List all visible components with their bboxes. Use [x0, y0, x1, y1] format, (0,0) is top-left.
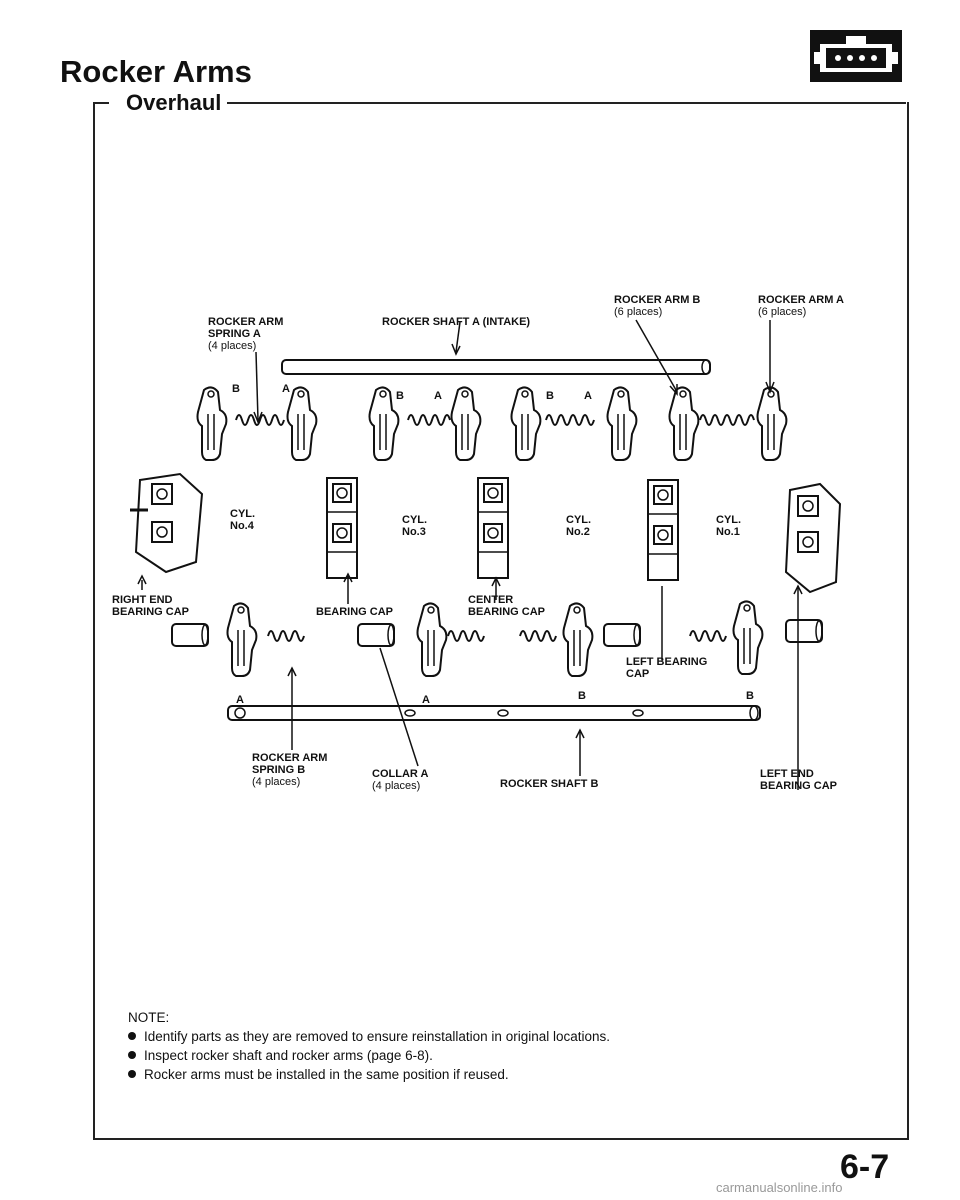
label-cyl-2: CYL. No.2	[566, 514, 592, 538]
label-center-bearing-cap: CENTER BEARING CAP	[468, 594, 546, 618]
note-item: Rocker arms must be installed in the sam…	[128, 1065, 610, 1084]
note-item: Identify parts as they are removed to en…	[128, 1027, 610, 1046]
label-rocker-arm-b: ROCKER ARM B(6 places)	[614, 294, 701, 318]
letter-b: B	[746, 690, 754, 702]
label-rocker-arm-spring-a: ROCKER ARM SPRING A(4 places)	[208, 316, 284, 352]
note-item: Inspect rocker shaft and rocker arms (pa…	[128, 1046, 610, 1065]
label-rocker-arm-a: ROCKER ARM A(6 places)	[758, 294, 844, 318]
label-left-end-bearing-cap: LEFT END BEARING CAP	[760, 768, 838, 792]
letter-b: B	[396, 390, 404, 402]
label-cyl-1: CYL. No.1	[716, 514, 742, 538]
letter-b: B	[546, 390, 554, 402]
letter-a: A	[236, 694, 244, 706]
section-subtitle: Overhaul	[120, 90, 228, 116]
label-rocker-shaft-a: ROCKER SHAFT A (INTAKE)	[382, 316, 531, 328]
letter-b: B	[578, 690, 586, 702]
letter-b: B	[232, 383, 240, 395]
page-title: Rocker Arms	[60, 54, 252, 89]
notes-section: NOTE: Identify parts as they are removed…	[128, 1008, 610, 1084]
content-frame	[93, 102, 909, 1140]
label-cyl-4: CYL. No.4	[230, 508, 256, 532]
label-rocker-shaft-b: ROCKER SHAFT B	[500, 778, 599, 790]
letter-a: A	[422, 694, 430, 706]
letter-a: A	[434, 390, 442, 402]
label-rocker-arm-spring-b: ROCKER ARM SPRING B(4 places)	[252, 752, 328, 788]
engine-icon	[810, 30, 902, 82]
watermark: carmanualsonline.info	[716, 1180, 843, 1195]
letter-a: A	[282, 383, 290, 395]
notes-heading: NOTE:	[128, 1010, 170, 1025]
frame-border-top-left	[93, 102, 109, 104]
page-number: 6-7	[840, 1148, 890, 1186]
label-bearing-cap: BEARING CAP	[316, 606, 394, 618]
notes-list: Identify parts as they are removed to en…	[128, 1027, 610, 1084]
label-left-bearing-cap: LEFT BEARING CAP	[626, 656, 708, 680]
label-collar-a: COLLAR A(4 places)	[372, 768, 429, 792]
frame-border-top-right	[206, 102, 906, 104]
label-cyl-3: CYL. No.3	[402, 514, 428, 538]
letter-a: A	[584, 390, 592, 402]
label-right-end-bearing-cap: RIGHT END BEARING CAP	[112, 594, 190, 618]
